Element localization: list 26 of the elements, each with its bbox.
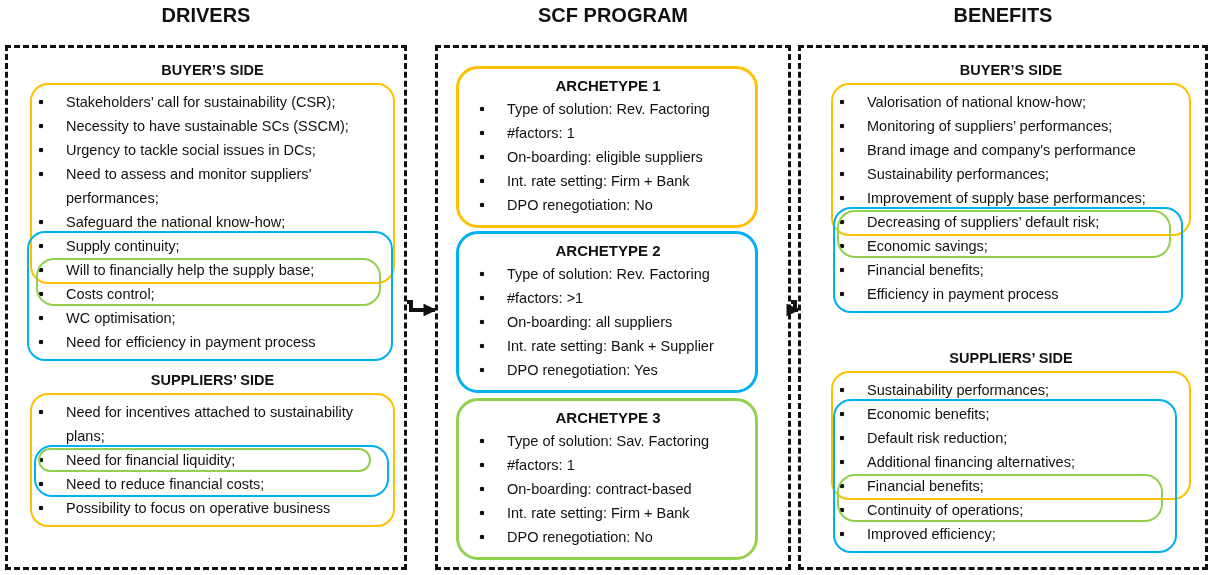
arrow [786,300,800,317]
panel-heading: DRIVERS [161,3,251,28]
highlight-outline [27,231,393,361]
highlight-outline [831,371,1191,500]
highlight-outline [837,210,1171,258]
section-heading: SUPPLIERS’ SIDE [150,371,275,390]
highlight-outline [36,258,381,306]
highlight-outline [833,207,1183,313]
panel-heading: BENEFITS [953,3,1053,28]
highlight-outline [30,83,395,284]
highlight-outline [837,474,1163,522]
highlight-outline [831,83,1191,236]
section-heading: BUYER’S SIDE [161,61,264,80]
panel-heading: SCF PROGRAM [538,3,688,28]
archetype-heading: ARCHETYPE 2 [555,241,661,261]
archetype-box [456,66,758,228]
highlight-outline [34,445,389,497]
archetype-box [456,398,758,560]
archetype-heading: ARCHETYPE 3 [555,408,661,428]
arrow [407,300,437,317]
section-heading: SUPPLIERS’ SIDE [949,349,1073,368]
highlight-outline [833,399,1177,553]
archetype-heading: ARCHETYPE 1 [555,76,661,96]
archetype-box [456,231,758,393]
section-heading: BUYER’S SIDE [959,61,1063,80]
highlight-outline [30,393,395,527]
